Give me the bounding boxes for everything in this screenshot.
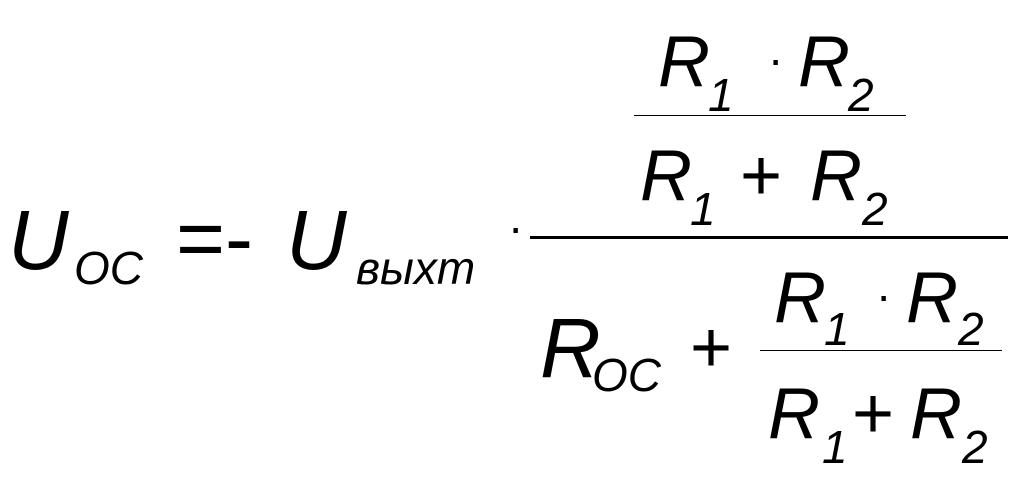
num-bottom-r2: R [810,136,862,216]
num-top-r2-index: 2 [848,69,874,121]
num-fraction-line [634,115,906,116]
den-frac-bottom-r1: R [768,374,820,454]
rhs-subscript-out: выхт [356,242,476,294]
den-frac-top-r1: R [774,258,826,338]
den-frac-bottom-r2-index: 2 [962,421,988,473]
den-frac-top-r2-index: 2 [958,303,984,355]
den-r-oc-subscript: ОС [592,349,661,401]
num-top-r1-index: 1 [708,69,734,121]
den-frac-bottom-r1-index: 1 [822,421,848,473]
den-frac-top-dot: · [876,269,892,321]
num-bottom-r2-index: 2 [862,183,888,235]
den-frac-bottom-r2: R [910,374,962,454]
den-frac-top-r2: R [906,258,958,338]
den-fraction-line [760,350,1002,351]
equals-minus-sign: =- [176,191,254,285]
num-bottom-r1: R [640,136,692,216]
den-r-oc: R [540,301,601,395]
num-bottom-plus: + [740,136,783,216]
lhs-symbol-u: U [8,193,69,287]
multiply-dot: · [508,201,524,253]
num-top-dot: · [768,33,784,85]
main-fraction-bar [530,236,1008,239]
den-plus: + [690,308,733,388]
num-top-r2: R [798,22,850,102]
num-bottom-r1-index: 1 [690,183,716,235]
den-frac-bottom-plus: + [852,374,895,454]
rhs-symbol-u: U [286,193,347,287]
lhs-subscript-oc: ОС [74,242,143,294]
den-frac-top-r1-index: 1 [824,303,850,355]
num-top-r1: R [658,22,710,102]
